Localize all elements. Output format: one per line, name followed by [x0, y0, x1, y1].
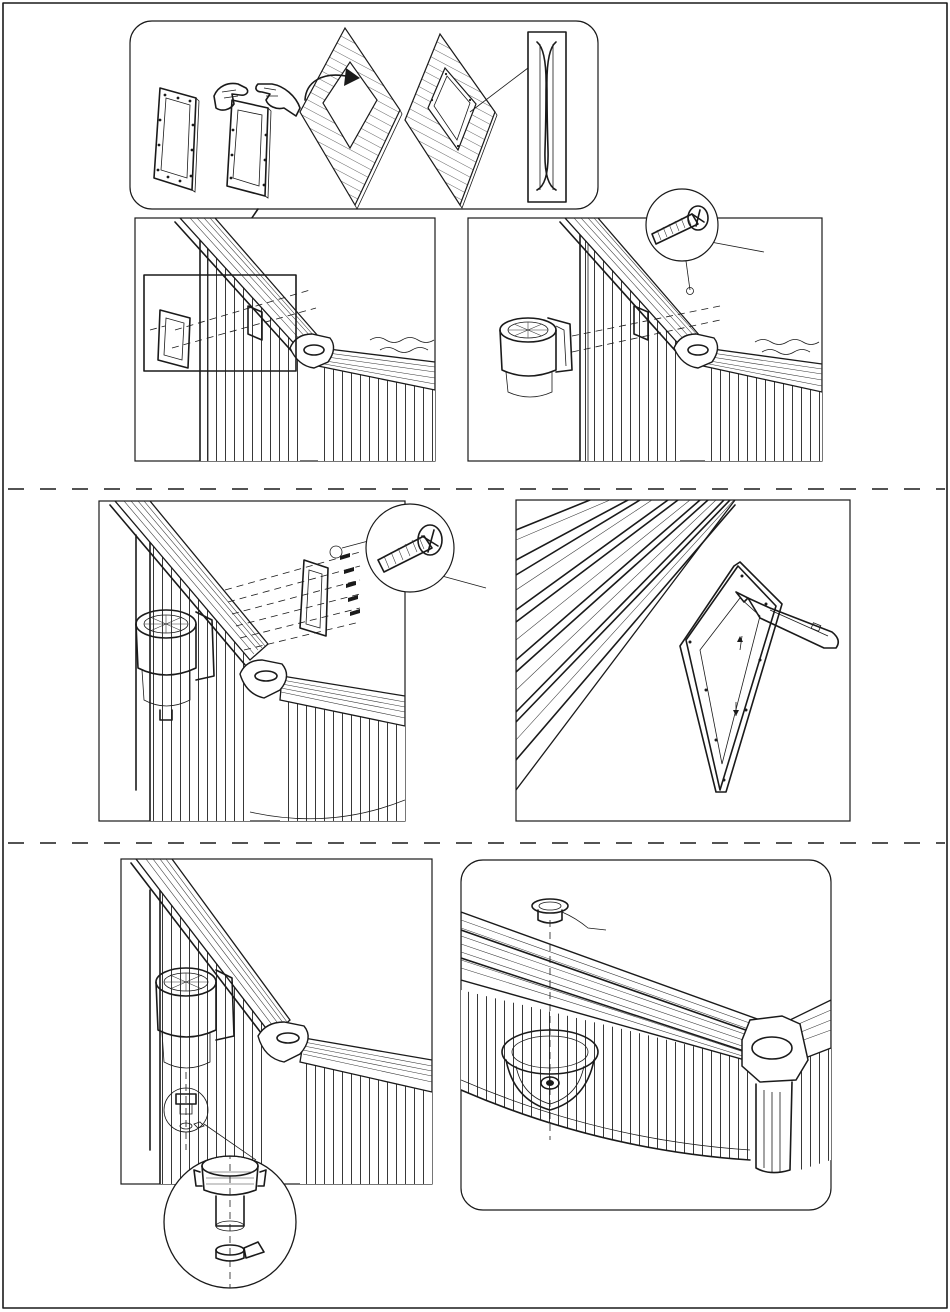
step-mount-faceplate	[135, 218, 435, 461]
screw-icon	[646, 189, 718, 261]
gasket-step-callout	[130, 21, 598, 209]
step-connect-hose	[121, 859, 432, 1300]
step-cut-liner	[516, 500, 850, 821]
step-attach-skimmer	[468, 189, 822, 461]
screw-icon	[366, 504, 454, 592]
step-insert-basket	[461, 860, 831, 1210]
step-screw-faceplate	[99, 501, 486, 821]
